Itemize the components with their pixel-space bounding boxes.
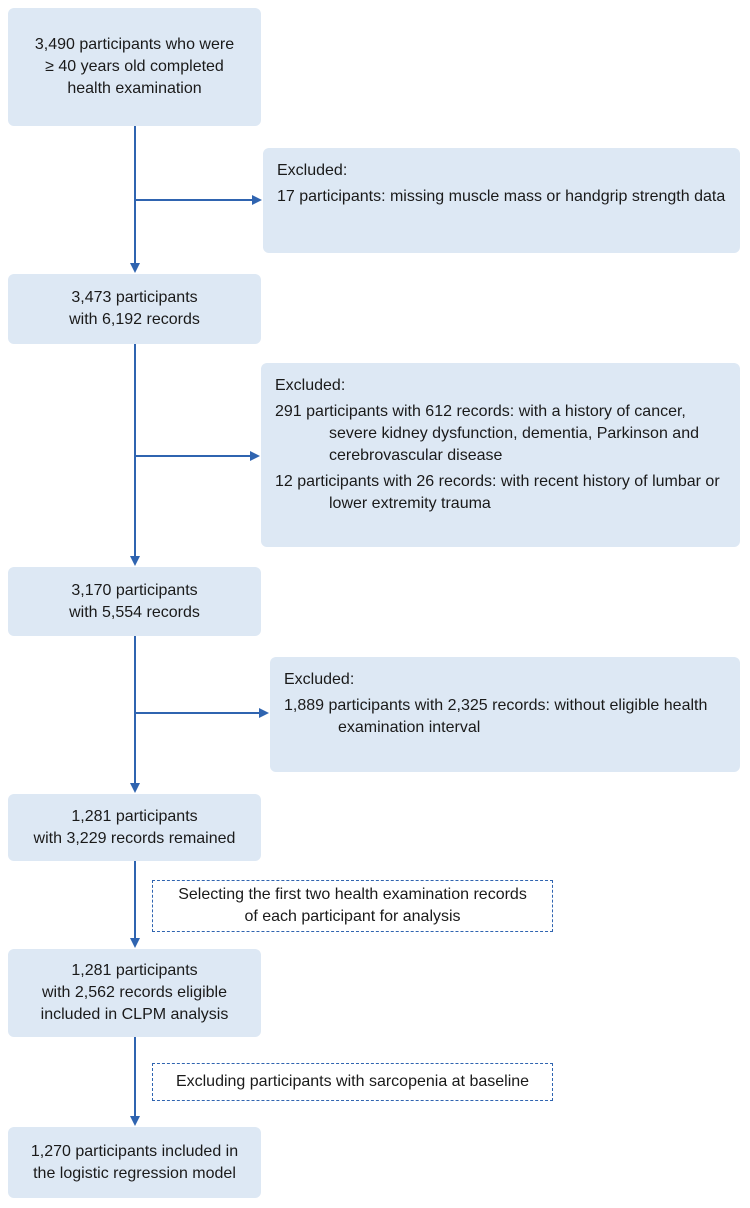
exclusion-item: 1,889 participants with 2,325 records: w… (284, 697, 708, 736)
box-line: with 6,192 records (69, 311, 200, 328)
exclusion-item: 17 participants: missing muscle mass or … (277, 188, 726, 205)
box-line: with 5,554 records (69, 603, 200, 621)
exclusion-item: 291 participants with 612 records: with … (275, 403, 699, 464)
step-line: Selecting the first two health examinati… (178, 886, 527, 903)
box-line: the logistic regression model (33, 1164, 236, 1182)
exclusion-box-3: Excluded: 1,889 participants with 2,325 … (270, 657, 740, 772)
box-clpm-analysis: 1,281 participants with 2,562 records el… (8, 949, 261, 1037)
box-line: 3,170 participants (71, 581, 198, 599)
box-line: 3,473 participants (71, 289, 198, 306)
exclusion-heading: Excluded: (277, 162, 348, 179)
exclusion-box-2: Excluded: 291 participants with 612 reco… (261, 363, 740, 547)
box-line: 1,281 participants (71, 962, 198, 979)
box-line: included in CLPM analysis (40, 1006, 229, 1023)
box-line: with 2,562 records eligible (42, 984, 227, 1001)
exclusion-item: 12 participants with 26 records: with re… (275, 473, 720, 512)
box-line: with 3,229 records remained (33, 829, 236, 847)
box-line: 1,281 participants (71, 807, 198, 825)
step-note-selection: Selecting the first two health examinati… (152, 880, 553, 932)
box-line: ≥ 40 years old completed (45, 58, 224, 75)
step-line: Excluding participants with sarcopenia a… (175, 1073, 530, 1090)
exclusion-box-1: Excluded: 17 participants: missing muscl… (263, 148, 740, 253)
box-remaining: 1,281 participants with 3,229 records re… (8, 794, 261, 861)
box-line: 3,490 participants who were (34, 36, 235, 53)
box-initial-participants: 3,490 participants who were ≥ 40 years o… (8, 8, 261, 126)
exclusion-heading: Excluded: (275, 377, 346, 394)
step-line: of each participant for analysis (244, 908, 461, 925)
box-line: 1,270 participants included in (30, 1142, 239, 1160)
box-logistic-regression: 1,270 participants included in the logis… (8, 1127, 261, 1198)
box-after-exclusion-1: 3,473 participants with 6,192 records (8, 274, 261, 344)
step-note-sarcopenia: Excluding participants with sarcopenia a… (152, 1063, 553, 1101)
box-after-exclusion-2: 3,170 participants with 5,554 records (8, 567, 261, 636)
exclusion-heading: Excluded: (284, 671, 355, 688)
box-line: health examination (67, 80, 202, 97)
